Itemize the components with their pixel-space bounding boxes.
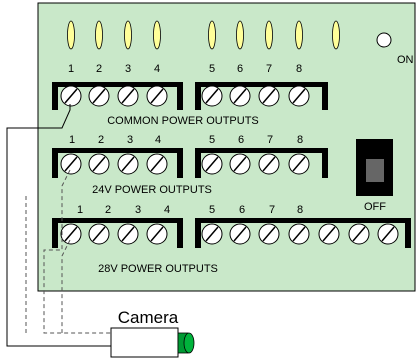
screw-terminal: [377, 223, 399, 245]
screw-terminal: [201, 223, 223, 245]
dashed-wire-24v: [43, 169, 111, 334]
screw-terminal: [201, 85, 223, 107]
common-outputs-title: COMMON POWER OUTPUTS: [107, 115, 259, 127]
screw-terminal: [60, 223, 82, 245]
row2-number-5: 5: [209, 134, 215, 146]
row2-number-4: 4: [155, 134, 161, 146]
row2-number-8: 8: [297, 134, 303, 146]
led-6: [236, 20, 244, 50]
camera-icon: [110, 327, 195, 358]
common-outputs-block: [52, 82, 328, 110]
led-8: [295, 20, 303, 50]
led-number-1: 1: [68, 63, 74, 75]
screw-terminal: [60, 85, 82, 107]
row2-number-1: 1: [69, 134, 75, 146]
screw-terminal: [117, 85, 139, 107]
camera-label: Camera: [118, 308, 179, 327]
28v-outputs-block: [52, 218, 411, 248]
led-number-7: 7: [266, 63, 272, 75]
screw-terminal: [258, 85, 280, 107]
led-7: [265, 20, 273, 50]
screw-terminal: [146, 223, 168, 245]
screw-terminal: [318, 223, 340, 245]
screw-terminal: [88, 153, 110, 175]
led-row: [67, 20, 340, 50]
screw-terminal: [60, 153, 82, 175]
screw-terminal: [348, 223, 370, 245]
screw-terminal: [288, 85, 310, 107]
led-4: [153, 20, 161, 50]
screw-terminal: [117, 223, 139, 245]
led-number-8: 8: [296, 63, 302, 75]
power-indicator-icon: [376, 32, 392, 48]
row2-number-7: 7: [267, 134, 273, 146]
led-number-2: 2: [96, 63, 102, 75]
solid-wire: [6, 104, 111, 347]
row3-number-4: 4: [164, 204, 170, 216]
led-9: [332, 20, 340, 50]
screw-terminal: [229, 153, 251, 175]
led-number-4: 4: [154, 63, 160, 75]
screw-terminal: [258, 153, 280, 175]
row3-number-5: 5: [209, 204, 215, 216]
switch-knob[interactable]: [366, 159, 384, 182]
screw-terminal: [88, 85, 110, 107]
led-5: [208, 20, 216, 50]
screw-terminal: [288, 153, 310, 175]
row3-number-6: 6: [239, 204, 245, 216]
screw-terminal: [117, 153, 139, 175]
screw-terminal: [146, 85, 168, 107]
row3-number-2: 2: [105, 204, 111, 216]
led-2: [95, 20, 103, 50]
28v-outputs-title: 28V POWER OUTPUTS: [98, 263, 218, 275]
screw-terminal: [229, 223, 251, 245]
row3-number-7: 7: [269, 204, 275, 216]
24v-outputs-title: 24V POWER OUTPUTS: [92, 184, 212, 196]
camera-lens: [183, 332, 195, 354]
row2-number-3: 3: [127, 134, 133, 146]
row2-number-6: 6: [238, 134, 244, 146]
camera-body: [110, 327, 179, 358]
screw-terminal: [88, 223, 110, 245]
led-number-5: 5: [209, 63, 215, 75]
screw-terminal: [258, 223, 280, 245]
row3-number-8: 8: [297, 204, 303, 216]
row2-number-2: 2: [98, 134, 104, 146]
screw-terminal: [146, 153, 168, 175]
screw-terminal: [288, 223, 310, 245]
led-number-3: 3: [125, 63, 131, 75]
power-switch[interactable]: [356, 139, 393, 196]
led-1: [67, 20, 75, 50]
led-number-6: 6: [237, 63, 243, 75]
on-label: ON: [397, 54, 414, 66]
dashed-wire-28v: [61, 239, 71, 333]
off-label: OFF: [364, 201, 386, 213]
row3-number-1: 1: [77, 204, 83, 216]
screw-terminal: [229, 85, 251, 107]
row3-number-3: 3: [135, 204, 141, 216]
screw-terminal: [201, 153, 223, 175]
24v-outputs-block: [52, 148, 328, 178]
led-3: [124, 20, 132, 50]
